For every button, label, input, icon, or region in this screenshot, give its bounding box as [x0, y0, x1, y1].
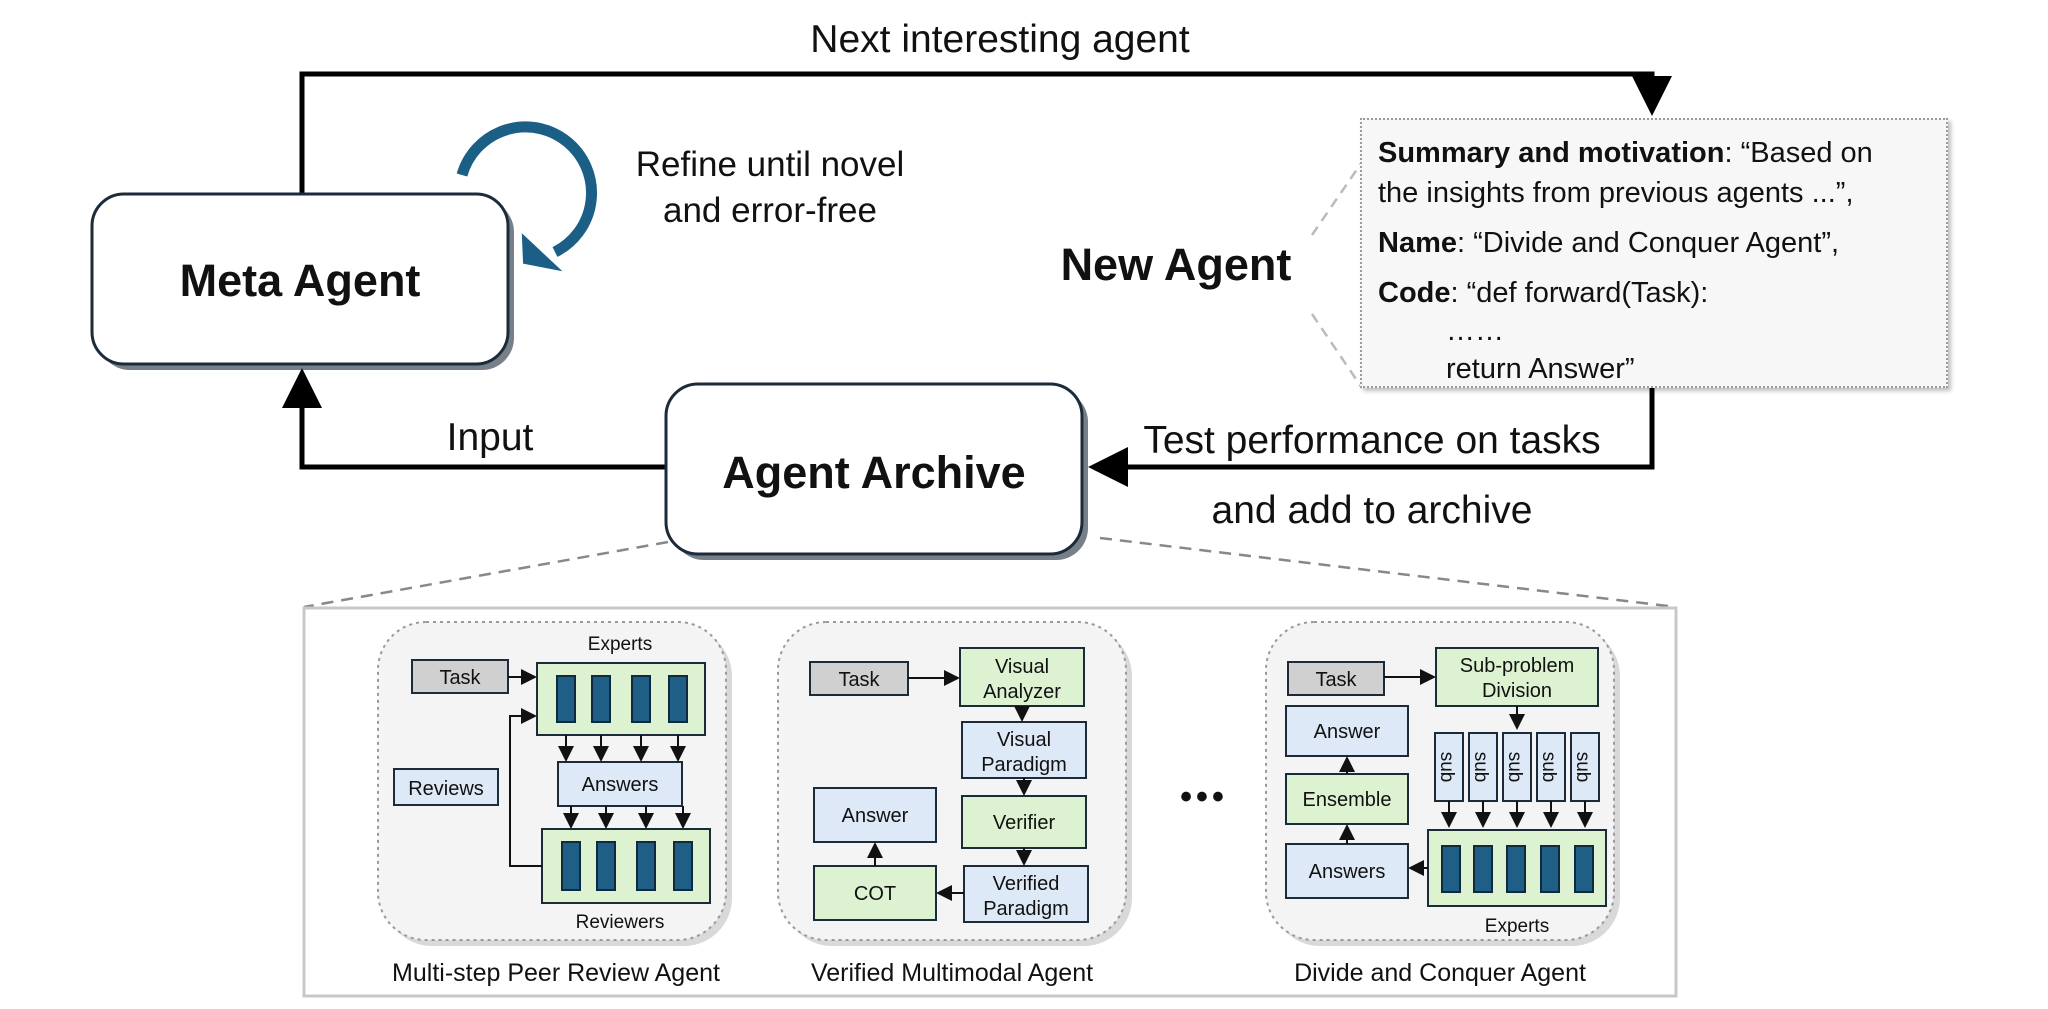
- test-performance-label-1: Test performance on tasks: [1143, 419, 1600, 462]
- sub-node-label: sub: [1572, 752, 1593, 783]
- sub-node-label: sub: [1470, 752, 1491, 783]
- cot-node: [813, 865, 937, 921]
- reviewer-bar: [561, 841, 581, 891]
- task-node-label: Task: [439, 667, 481, 689]
- next-agent-label: Next interesting agent: [810, 18, 1190, 61]
- peer-review-agent-card: Task Experts Answers Reviews Reviewers M…: [377, 621, 732, 987]
- agent-archive-box: Agent Archive: [664, 382, 1088, 560]
- new-agent-connector-top: [1310, 161, 1364, 236]
- refine-label-2: and error-free: [663, 191, 877, 230]
- visual-paradigm-label-1: Visual: [997, 729, 1051, 751]
- summary-line-1: Summary and motivation: “Based on: [1378, 128, 1930, 178]
- reviewer-bar: [673, 841, 693, 891]
- sub-node-label: sub: [1504, 752, 1525, 783]
- test-performance-arrow: [1088, 386, 1655, 487]
- multimodal-agent-card: Task Visual Analyzer Visual Paradigm Ver…: [777, 621, 1132, 987]
- code-value: : “def forward(Task):: [1450, 277, 1709, 309]
- name-key: Name: [1378, 227, 1457, 259]
- sub-node: [1434, 732, 1464, 802]
- summary-value-1: : “Based on: [1724, 137, 1873, 169]
- sub-problem-division-label-1: Sub-problem: [1460, 655, 1575, 677]
- verifier-node-label: Verifier: [993, 812, 1056, 834]
- sub-node-label: sub: [1436, 752, 1457, 783]
- verifier-node: [961, 795, 1087, 849]
- ensemble-node-label: Ensemble: [1303, 789, 1392, 811]
- answer-node: [1285, 705, 1409, 757]
- task-node: [1287, 661, 1385, 696]
- expert-bar: [1540, 845, 1560, 893]
- expert-bar: [1574, 845, 1594, 893]
- verified-paradigm-node: [963, 865, 1089, 923]
- reviewer-bar: [636, 841, 656, 891]
- divide-conquer-agent-card: Task Sub-problem Division sub sub sub su…: [1265, 621, 1620, 987]
- next-agent-arrow: [299, 71, 1672, 195]
- expert-bar: [668, 675, 688, 723]
- visual-analyzer-node: [959, 647, 1085, 707]
- answers-node-label: Answers: [1309, 861, 1386, 883]
- meta-agent-label: Meta Agent: [180, 255, 421, 306]
- agent-archive-label: Agent Archive: [722, 447, 1025, 498]
- task-node-label: Task: [838, 669, 880, 691]
- verified-paradigm-label-2: Paradigm: [983, 898, 1069, 920]
- expert-bar: [1506, 845, 1526, 893]
- input-label: Input: [447, 416, 534, 459]
- divide-conquer-caption: Divide and Conquer Agent: [1294, 959, 1586, 987]
- test-performance-label-2: and add to archive: [1212, 489, 1533, 532]
- visual-paradigm-node: [961, 721, 1087, 779]
- sub-problem-division-label-2: Division: [1482, 680, 1552, 702]
- summary-key: Summary and motivation: [1378, 137, 1725, 169]
- reviewer-bar: [596, 841, 616, 891]
- new-agent-description-panel: Summary and motivation: “Based on the in…: [1360, 118, 1948, 388]
- multimodal-caption: Verified Multimodal Agent: [811, 959, 1093, 987]
- expert-bar: [631, 675, 651, 723]
- answers-node: [557, 761, 683, 807]
- code-return: return Answer”: [1446, 353, 1635, 385]
- visual-paradigm-label-2: Paradigm: [981, 754, 1067, 776]
- new-agent-connector-bottom: [1310, 313, 1364, 389]
- meta-agent-box: Meta Agent: [90, 192, 514, 370]
- verified-paradigm-label-1: Verified: [993, 873, 1060, 895]
- sub-node: [1502, 732, 1532, 802]
- expert-bar: [556, 675, 576, 723]
- more-agents-ellipsis: •••: [1180, 778, 1228, 816]
- visual-analyzer-label-1: Visual: [995, 656, 1049, 678]
- visual-analyzer-label-2: Analyzer: [983, 681, 1061, 703]
- expert-bar: [1473, 845, 1493, 893]
- reviewers-label: Reviewers: [576, 912, 665, 933]
- zoom-line-left: [303, 540, 669, 609]
- code-line: Code: “def forward(Task):: [1378, 268, 1930, 318]
- sub-node-label: sub: [1538, 752, 1559, 783]
- name-line: Name: “Divide and Conquer Agent”,: [1378, 218, 1930, 268]
- input-arrow: [282, 368, 665, 470]
- reviews-node: [393, 768, 499, 806]
- answer-node: [813, 787, 937, 843]
- experts-label: Experts: [1485, 916, 1549, 937]
- cot-node-label: COT: [854, 883, 896, 905]
- expert-bar: [591, 675, 611, 723]
- sub-nodes: sub sub sub sub sub: [1434, 732, 1600, 802]
- answers-node-label: Answers: [582, 774, 659, 796]
- zoom-line-right: [1099, 536, 1677, 609]
- experts-label: Experts: [588, 634, 652, 655]
- answer-node-label: Answer: [1314, 721, 1381, 743]
- name-value: : “Divide and Conquer Agent”,: [1457, 227, 1840, 259]
- summary-value-2: the insights from previous agents ...”,: [1378, 177, 1854, 209]
- expert-bar: [1441, 845, 1461, 893]
- reviews-node-label: Reviews: [408, 778, 484, 800]
- sub-node: [1570, 732, 1600, 802]
- refine-label-1: Refine until novel: [636, 145, 905, 184]
- new-agent-label: New Agent: [1061, 239, 1292, 290]
- answer-node-label: Answer: [842, 805, 909, 827]
- answers-node: [1285, 843, 1409, 899]
- code-key: Code: [1378, 277, 1451, 309]
- code-ellipsis: ……: [1446, 315, 1504, 347]
- refine-loop-icon: [456, 121, 598, 272]
- task-node: [809, 661, 909, 696]
- peer-review-caption: Multi-step Peer Review Agent: [392, 959, 720, 987]
- task-node: [411, 659, 509, 694]
- task-node-label: Task: [1315, 669, 1357, 691]
